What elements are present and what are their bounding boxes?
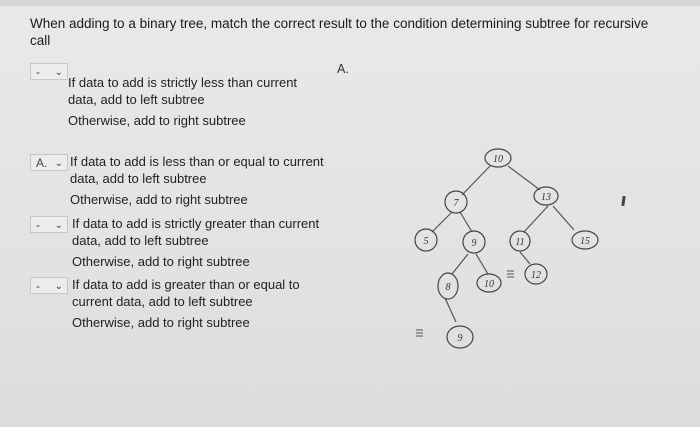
tree-node-label: 9	[472, 238, 477, 249]
tree-node-label: 7	[454, 198, 460, 209]
tree-node-circle	[509, 230, 531, 252]
tree-node-label: 15	[580, 236, 590, 247]
tree-node-label: 10	[484, 279, 494, 290]
tree-node-label: 13	[541, 192, 551, 203]
match-select-2[interactable]: A. ⌄	[30, 154, 68, 171]
match-select-1[interactable]: - ⌄	[30, 63, 68, 80]
tree-node-label: 12	[531, 270, 541, 281]
chevron-down-icon: ⌄	[54, 220, 63, 231]
match-condition-2: If data to add is less than or equal to …	[70, 154, 330, 209]
match-condition-4: If data to add is greater than or equal …	[72, 277, 332, 332]
match-condition-1: If data to add is strictly less than cur…	[68, 75, 328, 130]
condition-text-4: If data to add is greater than or equal …	[72, 277, 300, 309]
match-select-4-value: -	[36, 279, 40, 293]
tree-node-circle	[484, 148, 512, 168]
otherwise-text-4: Otherwise, add to right subtree	[72, 315, 250, 330]
match-select-3-value: -	[36, 218, 40, 232]
answer-option-label: A.	[337, 62, 349, 76]
chevron-down-icon: ⌄	[54, 281, 63, 292]
tree-node-circle	[444, 190, 468, 214]
otherwise-text-2: Otherwise, add to right subtree	[70, 192, 248, 207]
tree-duplicate-marks	[416, 270, 514, 337]
otherwise-text-3: Otherwise, add to right subtree	[72, 254, 250, 269]
tree-node-label: 5	[424, 236, 429, 247]
tree-node-circle	[446, 325, 474, 349]
binary-tree-drawing: 10 7 13 5 9 11 15 8 10 12 9	[414, 148, 599, 349]
condition-text-2: If data to add is less than or equal to …	[70, 154, 324, 186]
condition-text-3: If data to add is strictly greater than …	[72, 216, 320, 248]
tree-node-circle	[462, 230, 486, 254]
tree-node-label: 9	[458, 333, 463, 344]
tree-node-circle	[533, 186, 559, 206]
match-condition-3: If data to add is strictly greater than …	[72, 216, 332, 271]
chevron-down-icon: ⌄	[54, 67, 63, 78]
match-select-1-value: -	[36, 65, 40, 79]
match-select-4[interactable]: - ⌄	[30, 277, 68, 294]
condition-text-1: If data to add is strictly less than cur…	[68, 75, 298, 107]
tree-node-circle	[524, 263, 548, 285]
chevron-down-icon: ⌄	[54, 158, 63, 169]
tree-node-label: 10	[493, 154, 503, 165]
tree-node-label: 8	[446, 282, 451, 293]
question-text: When adding to a binary tree, match the …	[30, 16, 649, 48]
match-select-2-value: A.	[36, 156, 48, 170]
match-select-3[interactable]: - ⌄	[30, 216, 68, 233]
tree-node-circle	[571, 230, 599, 250]
tree-node-circle	[476, 273, 502, 293]
tree-node-label: 11	[515, 237, 524, 248]
tree-node-circle	[414, 228, 438, 252]
otherwise-text-1: Otherwise, add to right subtree	[68, 113, 246, 128]
tree-node-circle	[437, 272, 459, 300]
tree-edges	[431, 165, 575, 323]
tree-node-circles	[414, 148, 599, 349]
top-rule	[0, 0, 700, 6]
